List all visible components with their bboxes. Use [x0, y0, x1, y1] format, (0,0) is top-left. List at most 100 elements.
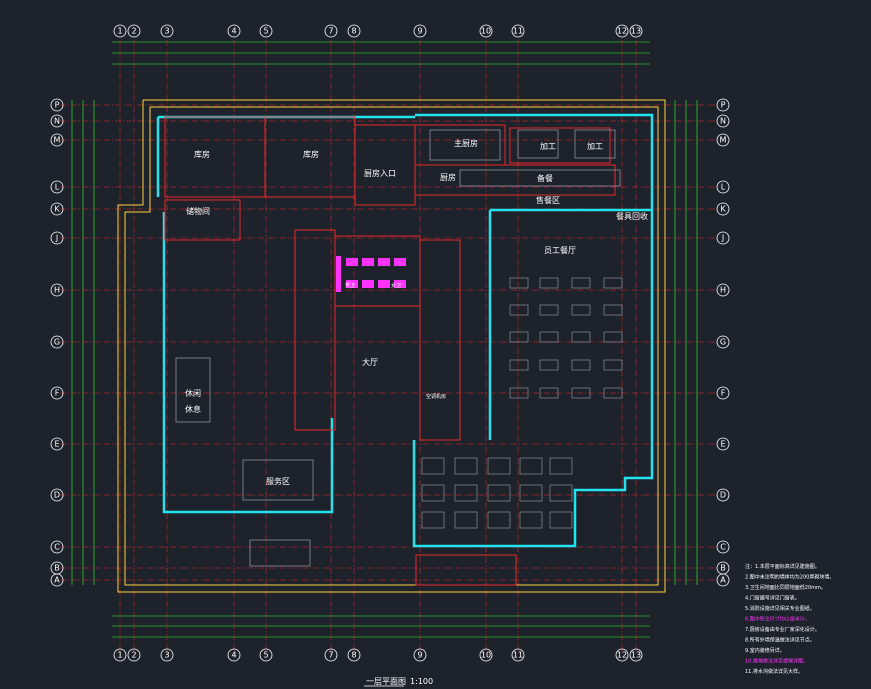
dining-table	[539, 304, 559, 316]
grid-bubble-right-K: K	[716, 202, 730, 216]
note-line: 10.楼梯做法详见楼梯详图。	[745, 658, 808, 665]
svg-text:K: K	[54, 205, 60, 214]
svg-text:13: 13	[631, 27, 641, 36]
dining-table	[571, 359, 591, 371]
dining-table	[509, 331, 529, 343]
svg-text:12: 12	[617, 651, 627, 660]
svg-text:N: N	[54, 117, 60, 126]
dining-table-round	[454, 457, 478, 475]
dining-table	[571, 304, 591, 316]
svg-text:E: E	[720, 440, 725, 449]
svg-text:8: 8	[351, 27, 356, 36]
toilet-fixtures	[336, 256, 406, 292]
note-line: 3.卫生间地面比同层地面低20mm。	[745, 584, 826, 591]
svg-text:13: 13	[631, 651, 641, 660]
svg-text:2: 2	[131, 27, 136, 36]
dining-table	[509, 387, 529, 399]
grid-bubble-left-M: M	[50, 133, 64, 147]
dining-table	[603, 331, 623, 343]
dining-table-round	[519, 457, 543, 475]
grid-bubble-bottom-10: 10	[479, 648, 493, 662]
dining-table-round	[421, 484, 445, 502]
grid-bubble-bottom-8: 8	[347, 648, 361, 662]
grid-axis-lines	[60, 40, 720, 655]
dining-tables	[421, 277, 623, 529]
grid-bubble-right-C: C	[716, 540, 730, 554]
svg-text:F: F	[55, 389, 60, 398]
svg-text:9: 9	[417, 27, 422, 36]
note-line: 8.所有外墙保温做法详见节点。	[745, 637, 815, 644]
grid-bubble-right-A: A	[716, 573, 730, 587]
svg-text:7: 7	[328, 27, 333, 36]
grid-bubble-top-5: 5	[259, 24, 273, 38]
note-line: 6.图中所注尺寸均以毫米计。	[745, 616, 810, 623]
grid-bubble-top-1: 1	[113, 24, 127, 38]
dining-table	[571, 387, 591, 399]
svg-text:12: 12	[617, 27, 627, 36]
dining-table	[571, 331, 591, 343]
svg-text:G: G	[54, 338, 60, 347]
room-kongtiao: 空调机房	[426, 393, 446, 400]
lounge-furniture	[175, 129, 621, 567]
grid-bubble-bottom-11: 11	[511, 648, 525, 662]
room-dating: 大厅	[362, 357, 378, 367]
drawing-scale: 1:100	[410, 677, 433, 686]
room-zhuchao: 主厨房	[454, 138, 478, 148]
svg-text:B: B	[720, 564, 726, 573]
grid-bubble-top-13: 13	[629, 24, 643, 38]
svg-text:G: G	[720, 338, 726, 347]
grid-bubble-left-K: K	[50, 202, 64, 216]
svg-text:D: D	[720, 491, 726, 500]
dining-table-round	[519, 511, 543, 529]
dining-table	[539, 387, 559, 399]
dining-table	[603, 359, 623, 371]
drawing-title-text: 一层平面图	[366, 677, 406, 686]
dining-table-round	[421, 511, 445, 529]
dining-table	[539, 277, 559, 289]
svg-text:A: A	[720, 576, 726, 585]
note-line: 7.厨房设备由专业厂家深化设计。	[745, 626, 820, 633]
svg-text:9: 9	[417, 651, 422, 660]
grid-bubble-top-11: 11	[511, 24, 525, 38]
svg-text:4: 4	[231, 651, 236, 660]
svg-text:M: M	[720, 136, 727, 145]
room-yuangong: 员工餐厅	[544, 246, 576, 255]
svg-text:2: 2	[131, 651, 136, 660]
room-xiuxi-sub: 休闲	[185, 388, 201, 398]
room-chufang-entry: 厨房入口	[364, 168, 396, 178]
dining-table	[509, 277, 529, 289]
grid-bubble-bottom-5: 5	[259, 648, 273, 662]
dining-table	[571, 277, 591, 289]
grid-bubble-left-P: P	[50, 98, 64, 112]
grid-bubble-right-P: P	[716, 98, 730, 112]
grid-bubble-bottom-3: 3	[160, 648, 174, 662]
dining-table-round	[519, 484, 543, 502]
note-line: 4.门窗编号详见门窗表。	[745, 595, 800, 602]
svg-text:10: 10	[481, 651, 491, 660]
note-line: 9.室内装修另详。	[745, 647, 785, 654]
dining-table-round	[487, 457, 511, 475]
svg-text:K: K	[720, 205, 726, 214]
grid-bubble-left-N: N	[50, 114, 64, 128]
svg-text:J: J	[721, 234, 724, 243]
room-chufang: 厨房	[440, 172, 456, 182]
drawing-title: 一层平面图 1:100	[364, 677, 433, 687]
grid-bubble-right-D: D	[716, 488, 730, 502]
dining-table	[509, 359, 529, 371]
grid-bubble-left-G: G	[50, 335, 64, 349]
note-line: 2.图中未注明的墙体均为200厚砌块墙。	[745, 574, 834, 581]
room-chuwu: 储物间	[186, 206, 210, 216]
svg-text:H: H	[720, 286, 726, 295]
grid-bubble-left-H: H	[50, 283, 64, 297]
building-outline	[117, 99, 666, 593]
grid-bubble-bottom-7: 7	[324, 648, 338, 662]
dining-table-round	[454, 511, 478, 529]
grid-bubble-top-7: 7	[324, 24, 338, 38]
svg-text:N: N	[720, 117, 726, 126]
svg-text:D: D	[54, 491, 60, 500]
svg-text:5: 5	[263, 27, 268, 36]
